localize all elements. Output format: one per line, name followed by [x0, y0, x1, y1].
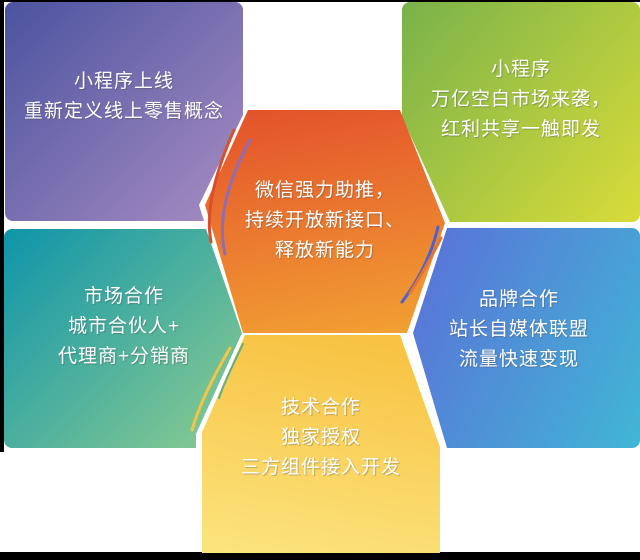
- text-line: 万亿空白市场来袭，: [430, 89, 611, 110]
- block-miniprogram-market-text: 小程序 万亿空白市场来袭， 红利共享一触即发: [402, 55, 640, 145]
- text-line: 小程序: [490, 59, 551, 80]
- text-line: 重新定义线上零售概念: [23, 101, 224, 122]
- block-wechat-support-center: 微信强力助推， 持续开放新接口、 释放新能力: [205, 110, 445, 333]
- text-line: 品牌合作: [478, 289, 559, 310]
- text-line: 站长自媒体联盟: [448, 319, 589, 340]
- text-line: 代理商+分销商: [57, 346, 191, 367]
- block-miniprogram-launch: 小程序上线 重新定义线上零售概念: [5, 2, 243, 221]
- text-line: 释放新能力: [274, 240, 375, 261]
- block-tech-cooperation: 技术合作 独家授权 三方组件接入开发: [202, 335, 440, 553]
- block-tech-cooperation-text: 技术合作 独家授权 三方组件接入开发: [202, 393, 440, 483]
- text-line: 小程序上线: [73, 71, 174, 92]
- text-line: 持续开放新接口、: [244, 210, 405, 231]
- block-market-cooperation: 市场合作 城市合伙人+ 代理商+分销商: [4, 229, 242, 448]
- block-brand-cooperation-text: 品牌合作 站长自媒体联盟 流量快速变现: [413, 285, 640, 375]
- block-miniprogram-market: 小程序 万亿空白市场来袭， 红利共享一触即发: [402, 2, 640, 222]
- text-line: 流量快速变现: [458, 349, 579, 370]
- frame-border-top: [0, 0, 640, 2]
- text-line: 三方组件接入开发: [240, 457, 401, 478]
- text-line: 微信强力助推，: [254, 180, 395, 201]
- block-wechat-support-text: 微信强力助推， 持续开放新接口、 释放新能力: [205, 176, 445, 266]
- text-line: 技术合作: [280, 397, 361, 418]
- text-line: 独家授权: [280, 427, 361, 448]
- block-brand-cooperation: 品牌合作 站长自媒体联盟 流量快速变现: [413, 228, 640, 448]
- frame-border-left: [0, 0, 4, 452]
- frame-border-bottom: [0, 552, 640, 560]
- text-line: 市场合作: [83, 286, 164, 307]
- text-line: 红利共享一触即发: [440, 119, 601, 140]
- block-miniprogram-launch-text: 小程序上线 重新定义线上零售概念: [5, 67, 243, 127]
- text-line: 城市合伙人+: [67, 316, 181, 337]
- block-market-cooperation-text: 市场合作 城市合伙人+ 代理商+分销商: [4, 282, 242, 372]
